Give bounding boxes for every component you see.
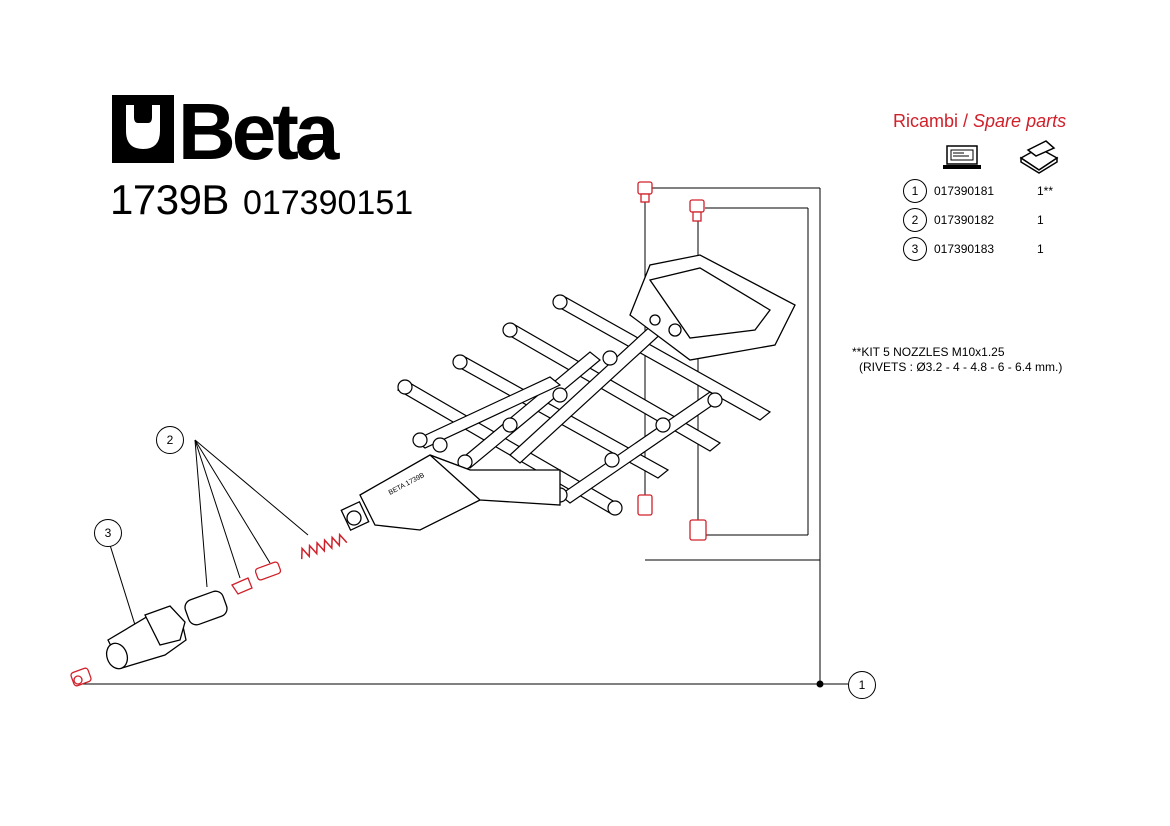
spare-row-1: 1 017390181 1**	[903, 179, 1103, 203]
spare-row-3: 3 017390183 1	[903, 237, 1103, 261]
spare-parts-title: Ricambi / Spare parts	[893, 111, 1067, 131]
model-number: 1739B 017390151	[110, 176, 413, 224]
product-code: 017390151	[242, 184, 414, 222]
computer-icon	[943, 145, 981, 169]
svg-text:BETA 1739B: BETA 1739B	[388, 472, 427, 497]
model-label: 1739B	[110, 176, 229, 223]
callout-3: 3	[94, 519, 122, 547]
svg-text:Beta: Beta	[178, 95, 340, 163]
box-icon	[1019, 140, 1059, 174]
nozzle-kit-note: **KIT 5 NOZZLES M10x1.25 (RIVETS : Ø3.2 …	[852, 345, 1063, 374]
callout-1: 1	[848, 671, 876, 699]
callout-2: 2	[156, 426, 184, 454]
spare-row-2: 2 017390182 1	[903, 208, 1103, 232]
beta-logo: Beta	[112, 95, 344, 163]
